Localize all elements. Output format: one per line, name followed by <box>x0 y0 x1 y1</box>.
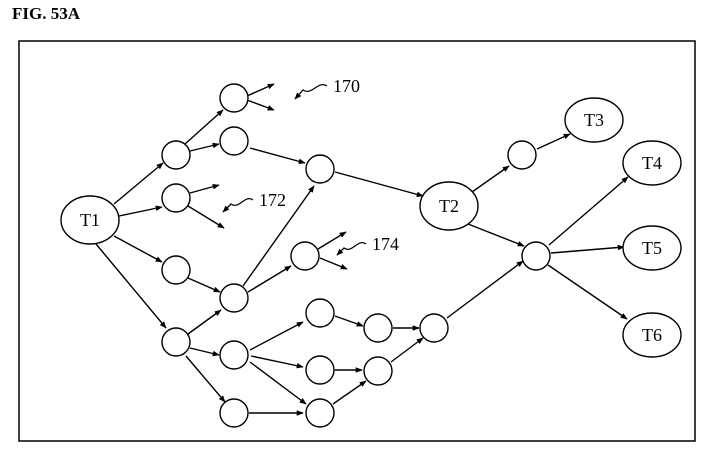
edge-a-right <box>189 142 220 152</box>
node-g <box>219 340 249 370</box>
node-b <box>161 183 191 213</box>
terminal-t2-shape <box>419 181 479 231</box>
edge-g-k <box>249 321 304 351</box>
terminal-t4-label: T4 <box>642 153 662 173</box>
edge-c-f <box>187 277 221 293</box>
edge-k-n <box>334 315 364 327</box>
edge-o-p <box>390 337 424 363</box>
edge-d-f <box>187 309 222 335</box>
edge-d-g <box>189 347 220 357</box>
terminal-t5-label: T5 <box>642 238 662 258</box>
terminal-t3-shape <box>564 97 624 143</box>
node-k <box>305 298 335 328</box>
terminal-t6-label: T6 <box>642 325 662 345</box>
terminals <box>60 97 682 358</box>
edge-g-l <box>250 355 304 369</box>
edge-174-down <box>319 257 348 270</box>
edge-t1-c <box>113 235 163 263</box>
node-170 <box>219 83 249 113</box>
terminal-t6-shape <box>622 312 682 358</box>
node-l <box>305 355 335 385</box>
nodes <box>161 83 551 428</box>
edge-174-up <box>317 231 347 250</box>
node-e <box>219 126 249 156</box>
edge-q-t4 <box>548 176 629 246</box>
edge-q-t5 <box>550 244 625 254</box>
edge-t1-b <box>118 205 163 217</box>
node-m <box>305 398 335 428</box>
edge-r-t3 <box>536 133 571 150</box>
edge-q-t6 <box>547 264 628 320</box>
node-d <box>161 327 191 357</box>
ref-numeral-170: 170 <box>333 76 360 96</box>
edge-m-o <box>332 380 367 405</box>
edge-172-down <box>187 205 225 229</box>
edge-170-down <box>246 99 275 111</box>
node-a <box>161 140 191 170</box>
edge-d-h <box>185 355 226 403</box>
ref-numeral-174: 174 <box>372 234 399 254</box>
node-r <box>507 140 537 170</box>
terminal-t1-shape <box>60 195 120 245</box>
terminal-t3-label: T3 <box>584 110 604 130</box>
edge-t1-a <box>113 162 164 205</box>
edge-t2-r <box>471 165 510 193</box>
terminal-t5-shape <box>622 225 682 271</box>
edge-p-q <box>446 260 524 319</box>
node-h <box>219 398 249 428</box>
leader-170 <box>294 84 328 100</box>
edge-172-up <box>189 183 220 194</box>
edge-g-m <box>249 361 307 405</box>
edge-a-up <box>184 109 224 145</box>
leader-172 <box>222 198 254 213</box>
ref-numeral-172: 172 <box>259 190 286 210</box>
leader-174 <box>336 242 367 256</box>
terminal-t1-label: T1 <box>80 210 100 230</box>
edge-merge-t2 <box>334 171 424 198</box>
edge-t2-q <box>467 223 525 247</box>
node-n <box>363 313 393 343</box>
node-p <box>419 313 449 343</box>
figure-title: FIG. 53A <box>12 4 80 23</box>
edges <box>95 83 629 416</box>
edge-t1-d <box>95 243 167 329</box>
node-f <box>219 283 249 313</box>
node-merge <box>305 154 335 184</box>
node-c <box>161 255 191 285</box>
node-q <box>521 241 551 271</box>
edge-f-j <box>247 265 292 293</box>
edge-f-merge <box>242 185 315 287</box>
diagram-border <box>18 40 696 442</box>
reference-leaders <box>222 84 367 256</box>
terminal-t4-shape <box>622 140 682 186</box>
terminal-t2-label: T2 <box>439 196 459 216</box>
edge-170-up <box>246 83 275 97</box>
node-j <box>290 241 320 271</box>
edge-e-merge <box>249 147 306 165</box>
node-o <box>363 356 393 386</box>
